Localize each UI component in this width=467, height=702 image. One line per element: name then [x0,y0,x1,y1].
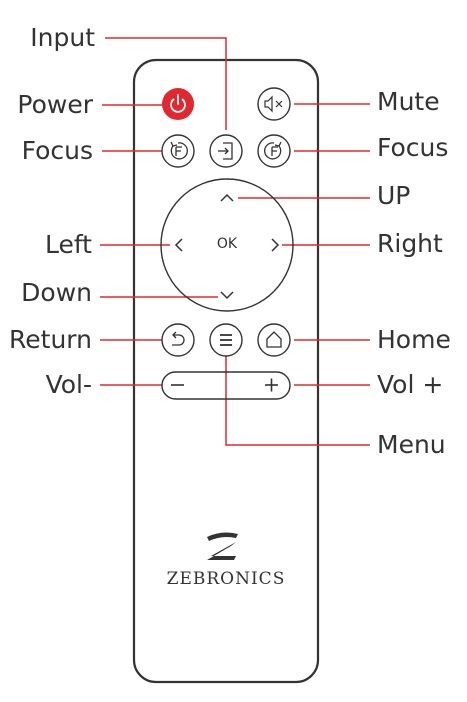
down-arrow[interactable] [220,291,234,300]
brand-name: ZEBRONICS [166,569,286,589]
down-label: Down [21,278,92,307]
leader-lines [100,37,370,446]
focus-plus-icon [264,141,282,160]
menu-icon [220,334,232,346]
home-label: Home [377,325,451,354]
vol-minus-label: Vol- [45,370,92,399]
input-icon [218,142,233,160]
ok-button[interactable]: OK [216,236,238,252]
mute-button[interactable] [257,87,291,121]
up-label: UP [377,181,411,210]
home-icon [266,331,282,348]
up-arrow[interactable] [220,193,234,202]
left-arrow[interactable] [174,238,183,252]
right-label: Right [377,229,443,258]
power-label: Power [17,90,93,119]
return-icon [172,331,185,346]
input-leader [105,37,227,130]
menu-label: Menu [377,430,446,459]
zebronics-logo [207,532,238,560]
vol-plus-label: Vol + [377,370,444,399]
right-arrow[interactable] [271,238,280,252]
menu-button[interactable] [209,323,243,357]
focus-minus-icon [170,141,188,160]
vol-plus-button[interactable] [265,378,278,392]
return-button[interactable] [161,323,195,357]
focus-left-label: Focus [21,136,93,165]
left-label: Left [44,230,92,259]
focus-plus-button[interactable] [257,134,291,168]
home-button[interactable] [257,323,291,357]
return-label: Return [9,325,92,354]
power-icon [170,94,186,113]
volume-rocker [161,371,291,400]
mute-icon [264,95,283,113]
input-button[interactable] [209,134,243,168]
menu-leader [225,356,370,446]
input-label: Input [30,23,95,52]
focus-right-label: Focus [377,133,449,162]
dpad-ring [160,178,294,312]
focus-minus-button[interactable] [161,134,195,168]
mute-label: Mute [377,87,440,116]
